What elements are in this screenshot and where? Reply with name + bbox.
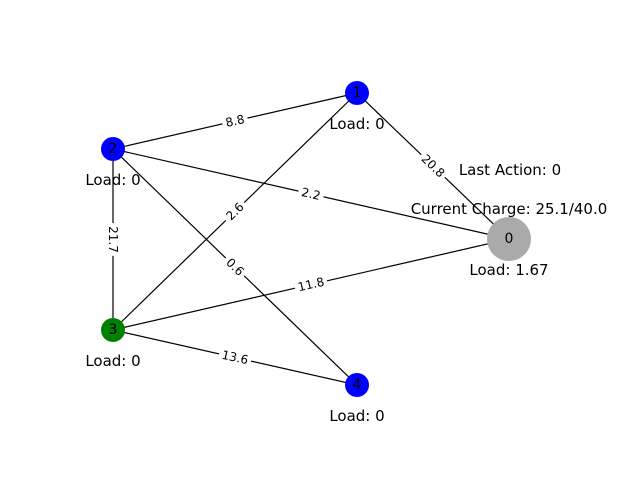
node-id-label: 4 [353,377,362,393]
edge-weight-background [296,183,326,205]
node-load-label: Load: 0 [85,171,140,189]
edge-weight-background [105,223,121,256]
node-id-label: 3 [109,322,118,338]
node-load-label: Load: 1.67 [469,261,548,279]
edge-weight-label: 13.6 [220,348,249,368]
edge-weight-group: 8.8 [220,110,250,132]
edge-weight-group: 11.8 [293,273,329,296]
edge-weight-label: 21.7 [106,226,120,253]
node-id-label: 2 [109,141,118,157]
node-load-label: Load: 0 [85,352,140,370]
node-id-label: 0 [505,231,514,247]
last-action-text: Last Action: 0 [459,161,561,179]
edge-weight-group: 2.2 [296,183,326,205]
edge-weight-background [217,346,253,369]
node-load-label: Load: 0 [329,407,384,425]
edge-weight-background [220,252,250,282]
node-circle [345,373,369,397]
edge-weight-background [220,110,250,132]
node-id-label: 1 [353,85,362,101]
edge-weight-background [220,196,250,227]
edge-labels-layer: 8.820.82.221.72.60.611.813.6 [105,110,451,369]
node-load-label: Load: 0 [329,115,384,133]
edge-weight-label: 2.2 [300,185,322,203]
edge-weight-background [293,273,329,296]
info-layer: Last Action: 0 Current Charge: 25.1/40.0 [411,161,608,218]
node-circle [101,318,125,342]
node-circle [487,217,531,261]
edge-weight-label: 8.8 [224,112,246,130]
node-circle [101,137,125,161]
node-circle [345,81,369,105]
edge-weight-group: 13.6 [217,346,253,369]
current-charge-text: Current Charge: 25.1/40.0 [411,200,608,218]
edge-weight-background [415,148,451,184]
edges-layer [112,92,510,386]
edge-weight-label: 11.8 [296,275,325,295]
edge-weight-group: 21.7 [105,223,121,256]
